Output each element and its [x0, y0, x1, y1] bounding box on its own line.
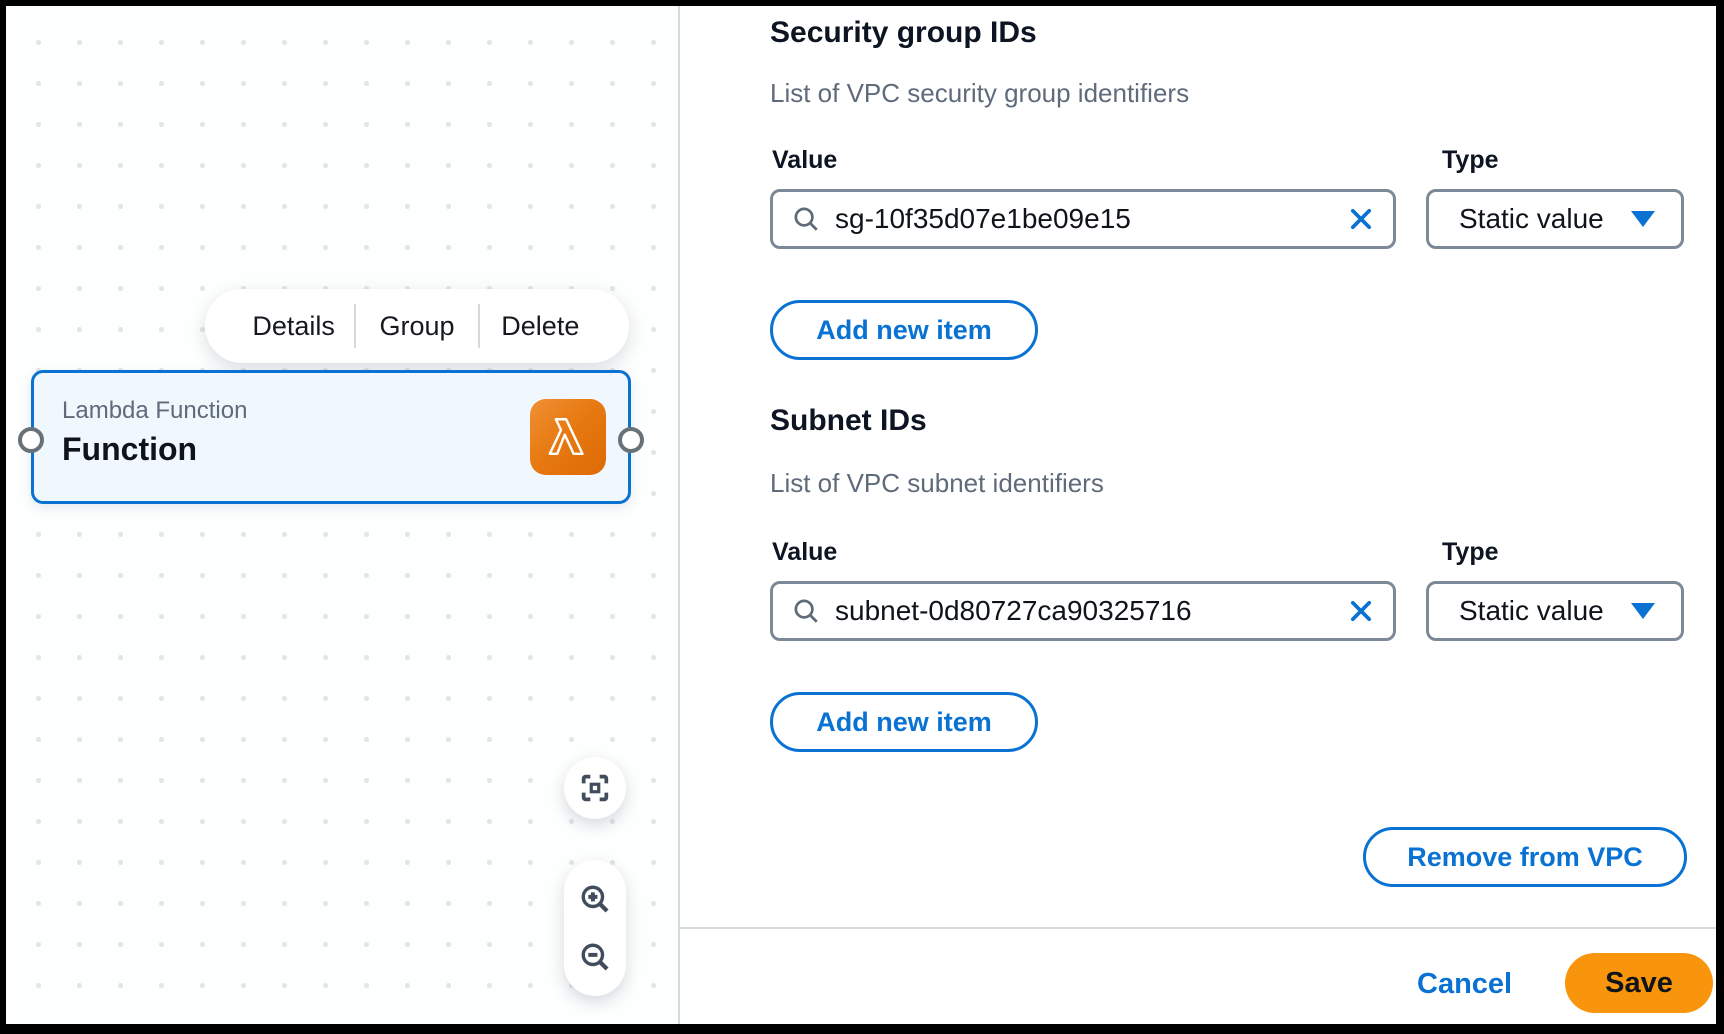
context-menu-separator: [354, 304, 357, 348]
security-group-id-input-wrapper: [770, 189, 1396, 249]
add-new-item-button-security-groups[interactable]: Add new item: [770, 300, 1038, 360]
connection-handle-right[interactable]: [618, 427, 644, 453]
design-canvas[interactable]: Details Group Delete Lambda Function Fun…: [6, 6, 678, 1024]
add-new-item-label: Add new item: [816, 706, 992, 737]
save-button-label: Save: [1605, 966, 1673, 999]
type-select[interactable]: Static value: [1426, 581, 1684, 641]
node-type-label: Lambda Function: [62, 397, 248, 424]
zoom-in-icon: [581, 885, 609, 913]
application-composer-root: Details Group Delete Lambda Function Fun…: [6, 6, 1716, 1024]
clear-input-icon[interactable]: [1347, 205, 1375, 233]
context-menu-item-details[interactable]: Details: [252, 310, 335, 341]
subnet-id-input[interactable]: [835, 595, 1347, 627]
remove-from-vpc-label: Remove from VPC: [1407, 841, 1643, 872]
add-new-item-label: Add new item: [816, 314, 992, 345]
context-menu-separator: [477, 304, 480, 348]
aws-lambda-icon: [530, 399, 606, 475]
node-context-menu: Details Group Delete: [205, 289, 629, 363]
search-icon: [794, 207, 818, 231]
canvas-panel-divider: [678, 6, 680, 1024]
search-icon: [794, 599, 818, 623]
context-menu-item-delete[interactable]: Delete: [501, 310, 580, 341]
zoom-in-button[interactable]: [573, 877, 617, 921]
zoom-controls: [564, 860, 626, 996]
type-label: Type: [1442, 538, 1499, 566]
remove-from-vpc-button[interactable]: Remove from VPC: [1363, 827, 1687, 887]
value-label: Value: [772, 538, 838, 566]
type-label: Type: [1442, 146, 1499, 174]
chevron-down-icon: [1631, 211, 1655, 227]
cancel-button[interactable]: Cancel: [1417, 968, 1513, 1000]
zoom-out-button[interactable]: [573, 935, 617, 979]
chevron-down-icon: [1631, 603, 1655, 619]
lambda-function-node[interactable]: Lambda Function Function: [18, 370, 644, 504]
section-heading-subnet-ids: Subnet IDs: [770, 404, 927, 437]
connection-handle-left[interactable]: [18, 427, 44, 453]
security-group-id-input[interactable]: [835, 203, 1347, 235]
type-select-value: Static value: [1459, 595, 1604, 626]
section-heading-security-group-ids: Security group IDs: [770, 16, 1037, 49]
zoom-out-icon: [581, 943, 609, 971]
context-menu-item-group[interactable]: Group: [379, 310, 455, 341]
fit-view-icon: [581, 774, 609, 802]
type-select[interactable]: Static value: [1426, 189, 1684, 249]
clear-input-icon[interactable]: [1347, 597, 1375, 625]
value-label: Value: [772, 146, 838, 174]
type-select-value: Static value: [1459, 203, 1604, 234]
add-new-item-button-subnets[interactable]: Add new item: [770, 692, 1038, 752]
section-description: List of VPC subnet identifiers: [770, 468, 1104, 498]
section-description: List of VPC security group identifiers: [770, 78, 1190, 108]
subnet-id-input-wrapper: [770, 581, 1396, 641]
node-name-label: Function: [62, 431, 198, 467]
footer-divider: [680, 927, 1716, 929]
resource-properties-panel: Security group IDs List of VPC security …: [680, 6, 1716, 1024]
fit-view-button[interactable]: [564, 757, 626, 819]
save-button[interactable]: Save: [1565, 953, 1713, 1013]
